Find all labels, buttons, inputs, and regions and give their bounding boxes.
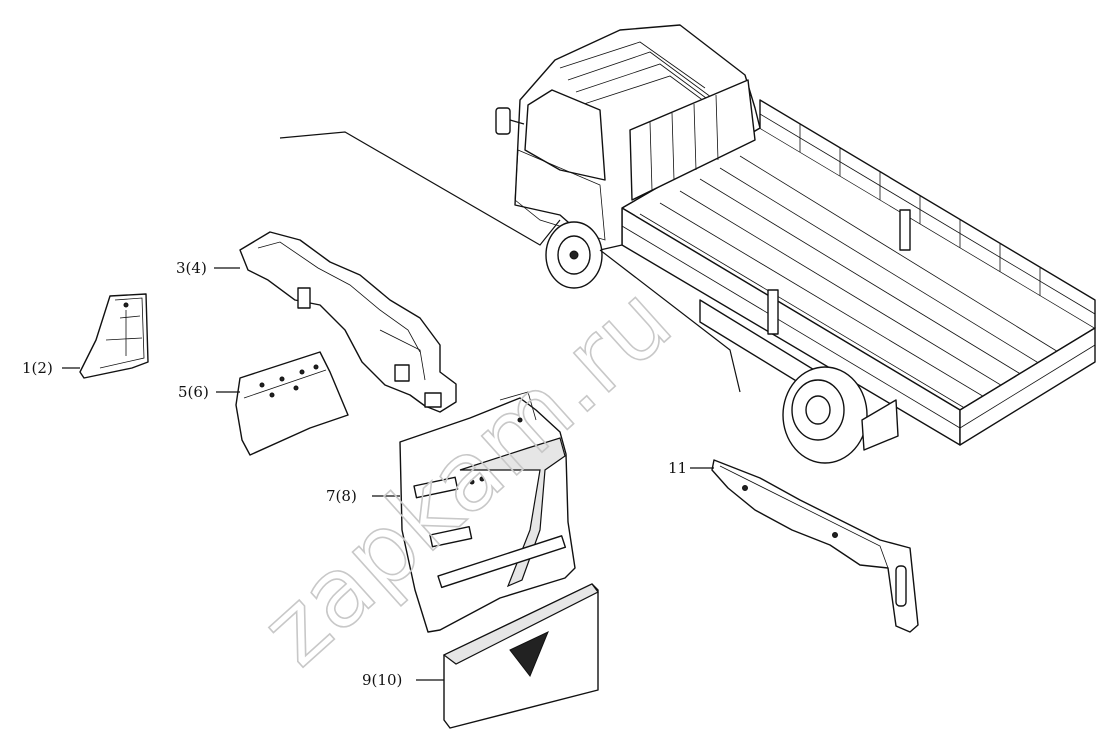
part-bracket-arm-11: [711, 459, 919, 633]
part-support-5-6: [235, 351, 349, 456]
part-mudflap-9-10: [442, 583, 599, 729]
leader-line-upper: [279, 131, 561, 246]
leader-line-lower: [599, 249, 741, 393]
label-part-1-2: 1(2): [22, 359, 53, 377]
label-part-7-8: 7(8): [326, 487, 357, 505]
label-part-11: 11: [668, 459, 687, 477]
label-part-3-4: 3(4): [176, 259, 207, 277]
truck-illustration: [495, 24, 1096, 464]
part-bracket-1-2: [79, 293, 149, 379]
part-fender-panel-7-8: [399, 391, 576, 633]
watermark: zapkam.ru: [240, 264, 692, 687]
part-long-bracket-3-4: [239, 231, 457, 413]
label-part-5-6: 5(6): [178, 383, 209, 401]
label-part-9-10: 9(10): [362, 671, 402, 689]
